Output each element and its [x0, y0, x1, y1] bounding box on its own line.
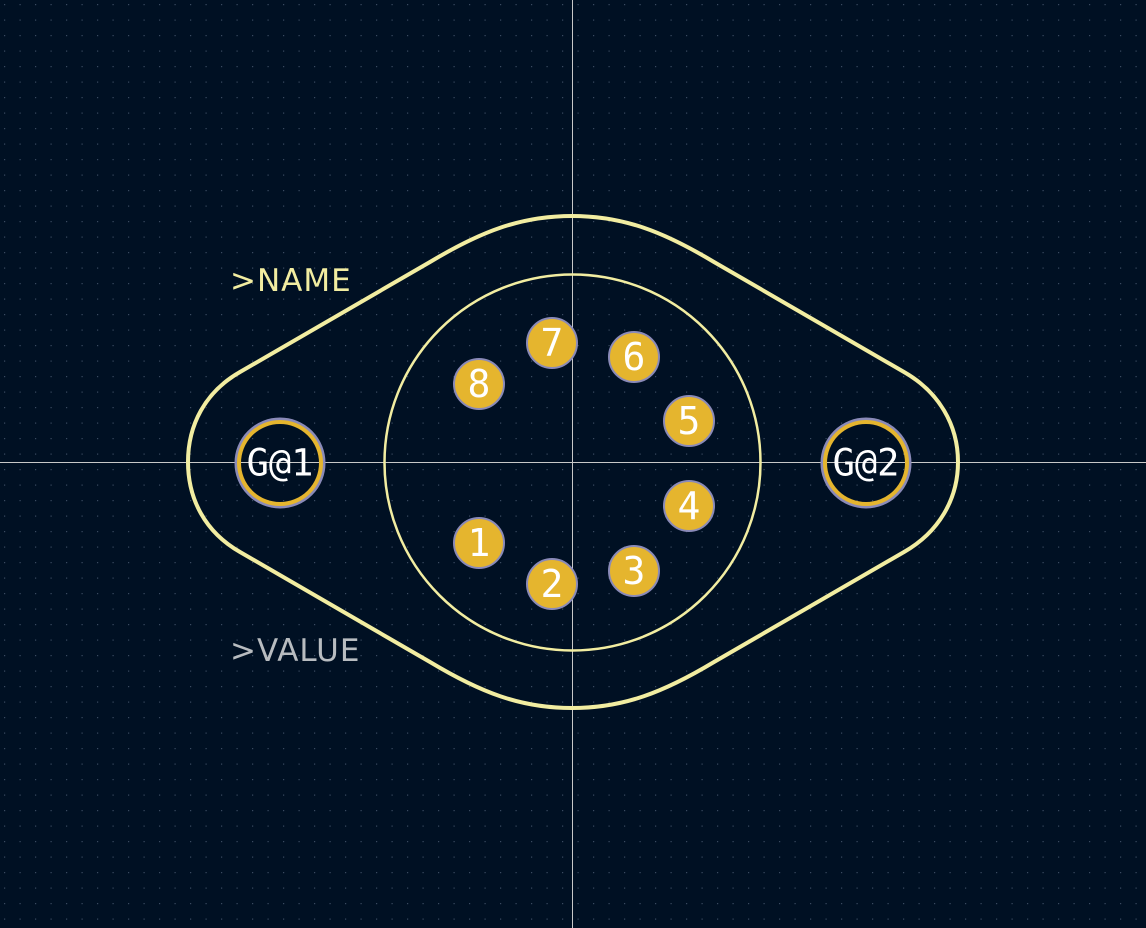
pad-label: 4	[678, 484, 701, 528]
pad-label: 5	[678, 399, 701, 443]
ground-pad-annulus	[237, 420, 323, 506]
ground-pad-ring	[234, 417, 326, 509]
pad-body	[608, 545, 660, 597]
value-label[interactable]: >VALUE	[230, 633, 360, 669]
pad-label: 7	[541, 321, 564, 365]
pad-5[interactable]: 5	[663, 395, 715, 447]
ground-pad-label: G@2	[833, 442, 900, 485]
pad-body	[663, 480, 715, 532]
pad-label: 3	[623, 549, 646, 593]
outline-inner-circle	[383, 273, 762, 652]
ground-pad-label: G@1	[247, 442, 314, 485]
pad-body	[663, 395, 715, 447]
pad-body	[526, 317, 578, 369]
pad-label: 6	[623, 335, 646, 379]
pad-body	[608, 331, 660, 383]
pad-7[interactable]: 7	[526, 317, 578, 369]
ground-pad-g1[interactable]: G@1	[234, 417, 326, 509]
pad-body	[453, 517, 505, 569]
outline-body	[185, 213, 961, 711]
name-label[interactable]: >NAME	[230, 263, 352, 299]
pad-8[interactable]: 8	[453, 358, 505, 410]
pad-3[interactable]: 3	[608, 545, 660, 597]
pad-body	[453, 358, 505, 410]
pad-1[interactable]: 1	[453, 517, 505, 569]
ground-pad-g2[interactable]: G@2	[820, 417, 912, 509]
ground-pad-annulus	[823, 420, 909, 506]
pad-4[interactable]: 4	[663, 480, 715, 532]
pad-2[interactable]: 2	[526, 558, 578, 610]
pad-body	[526, 558, 578, 610]
pad-6[interactable]: 6	[608, 331, 660, 383]
pad-label: 8	[468, 362, 491, 406]
pad-label: 1	[468, 521, 491, 565]
pad-label: 2	[541, 562, 564, 606]
ground-pad-ring	[820, 417, 912, 509]
